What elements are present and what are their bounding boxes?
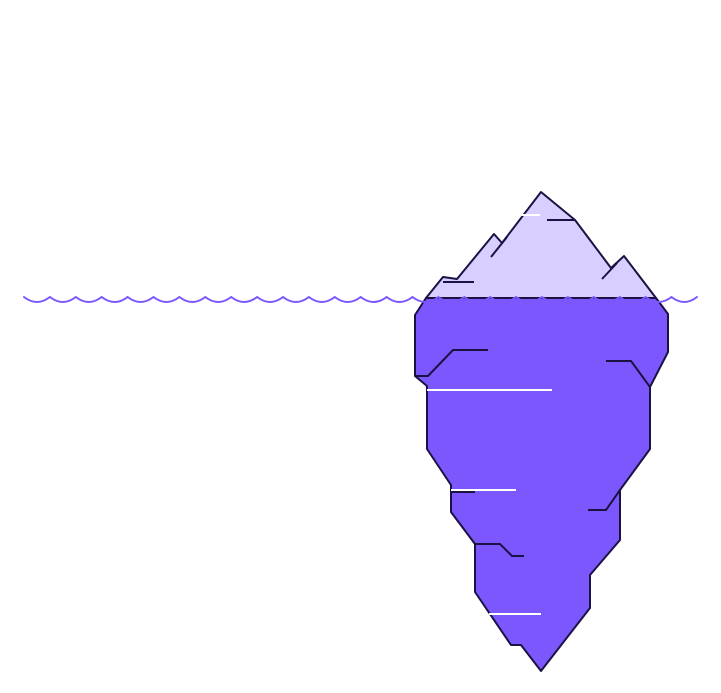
crack-line (606, 360, 651, 388)
iceberg-underwater (414, 297, 669, 672)
iceberg-highlights (427, 214, 552, 615)
crack-line (415, 349, 488, 377)
iceberg-crack-lines (415, 219, 651, 557)
crack-line (588, 489, 621, 511)
crack-line (475, 543, 524, 557)
iceberg-tip (425, 191, 657, 299)
crack-line (490, 236, 508, 258)
crack-line (601, 262, 618, 280)
waterline-wave (23, 295, 698, 303)
